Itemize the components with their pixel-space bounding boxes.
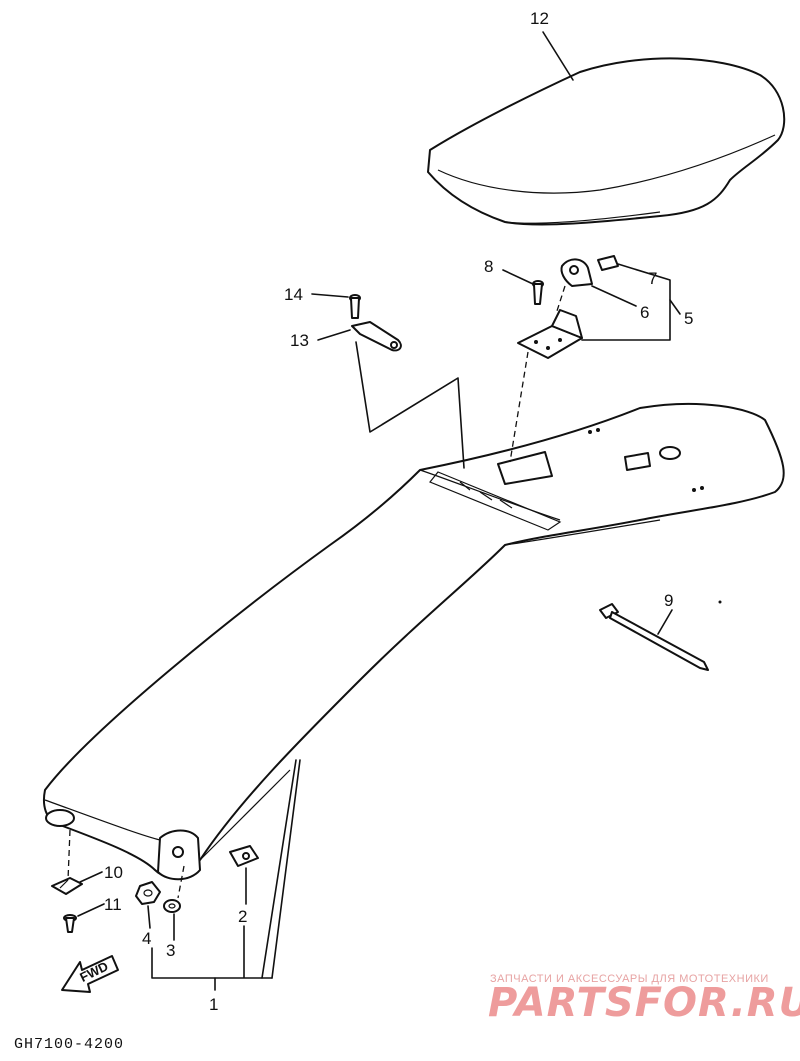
callout-11: 11 — [104, 895, 122, 914]
leader-13 — [317, 329, 351, 341]
callout-10: 10 — [104, 863, 123, 882]
leader-1 — [261, 759, 301, 979]
latch-rivet-part — [532, 280, 544, 305]
callout-9: 9 — [664, 591, 673, 610]
leader-11 — [77, 903, 105, 917]
dash-latch — [509, 351, 529, 463]
rivet-part — [349, 294, 361, 319]
clip-nut-part — [51, 877, 83, 895]
leader-9 — [657, 609, 673, 635]
bracket-13-14 — [355, 341, 465, 469]
nut-part — [135, 881, 161, 905]
fwd-arrow-icon: FWD — [61, 955, 119, 993]
callout-4: 4 — [142, 929, 151, 948]
pin-part — [597, 255, 619, 271]
seat-part — [427, 57, 786, 226]
dash-clip — [67, 829, 71, 881]
leader-6 — [591, 285, 637, 307]
bracket-1 — [151, 925, 273, 979]
cable-tie-part — [599, 603, 709, 671]
callout-8: 8 — [484, 257, 493, 276]
leader-14 — [311, 293, 349, 298]
screw-part — [63, 914, 77, 933]
leader-8 — [502, 269, 534, 285]
callout-7: 7 — [648, 269, 657, 288]
leader-5 — [669, 299, 681, 315]
bolt-part — [229, 845, 259, 867]
callout-2: 2 — [238, 907, 247, 926]
dash-hook — [555, 285, 566, 315]
callout-12: 12 — [530, 9, 549, 28]
rear-fender-body — [42, 402, 785, 881]
watermark: ЗАПЧАСТИ И АКСЕССУАРЫ ДЛЯ МОТОТЕХНИКИ PA… — [488, 973, 800, 1026]
callout-1: 1 — [209, 995, 218, 1014]
leader-7 — [581, 263, 671, 341]
callout-14: 14 — [284, 285, 303, 304]
watermark-brand: PARTSFOR.RU — [488, 980, 800, 1026]
drawing-code: GH7100-4200 — [14, 1036, 124, 1053]
latch-hook-part — [560, 258, 593, 287]
leader-12 — [542, 31, 574, 81]
latch-plate-part — [517, 309, 583, 359]
leader-10 — [79, 871, 103, 883]
leader-4 — [147, 905, 151, 929]
callout-3: 3 — [166, 941, 175, 960]
hook-part — [351, 321, 402, 352]
callout-5: 5 — [684, 309, 693, 328]
washer-part — [163, 899, 181, 913]
callout-13: 13 — [290, 331, 309, 350]
dash-washer — [177, 865, 185, 899]
callout-6: 6 — [640, 303, 649, 322]
watermark-tagline: ЗАПЧАСТИ И АКСЕССУАРЫ ДЛЯ МОТОТЕХНИКИ — [490, 973, 769, 985]
